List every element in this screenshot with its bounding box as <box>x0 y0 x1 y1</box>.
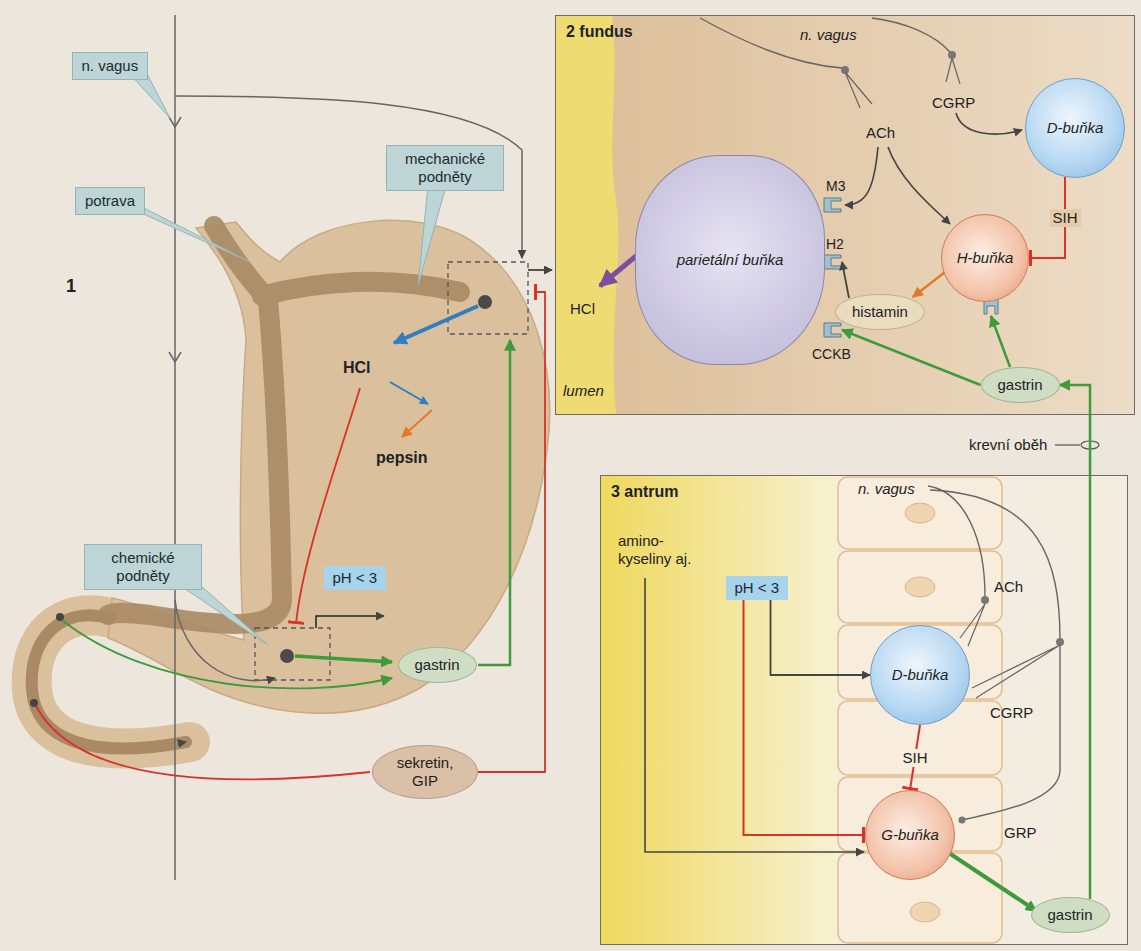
connector <box>913 272 945 297</box>
node-text: pH < 3 <box>735 579 780 597</box>
detail-panel: 3 antrum pH < 3 D-buňkaG-buňka gastrin <box>600 475 1128 945</box>
node-text: H-buňka <box>957 249 1014 267</box>
transmitter-label: GRP <box>1004 824 1037 842</box>
node-text: D-buňka <box>892 666 949 684</box>
callout-box: potrava <box>75 187 145 215</box>
transmitter-label: CGRP <box>932 94 975 112</box>
receptor-label: M3 <box>826 178 845 195</box>
callout-box: mechanické podněty <box>386 145 504 191</box>
node-text: potrava <box>85 192 135 210</box>
connector <box>771 600 871 675</box>
h-cell: H-buňka <box>941 214 1029 302</box>
callout-box: chemické podněty <box>84 544 202 590</box>
receptor-label: H2 <box>826 236 844 253</box>
hormone-ellipse: gastrin <box>1031 897 1110 933</box>
stimulus-label: amino-kyseliny aj. <box>618 532 708 568</box>
connector <box>949 853 1037 911</box>
connector <box>744 600 866 835</box>
ph-box: pH < 3 <box>726 576 789 600</box>
node-text: n. vagus <box>82 57 139 75</box>
hormone-ellipse: gastrin <box>981 367 1060 403</box>
connector <box>991 316 1010 367</box>
nerve-label: n. vagus <box>858 480 915 498</box>
node-text: gastrin <box>415 656 460 674</box>
node-text: gastrin <box>998 376 1043 394</box>
substance-label: HCl <box>570 300 595 318</box>
node-text: chemické podněty <box>94 549 192 585</box>
node-text: G-buňka <box>881 826 939 844</box>
node-text: 3 antrum <box>611 482 679 501</box>
node-text: mechanické podněty <box>396 150 494 186</box>
nerve-label: n. vagus <box>800 26 857 44</box>
g-cell: G-buňka <box>865 790 955 880</box>
transmitter-label: ACh <box>994 578 1023 596</box>
edge-label: krevní oběh <box>966 436 1050 454</box>
histamine-ellipse: histamin <box>835 294 925 330</box>
hormone-ellipse: gastrin <box>398 647 477 683</box>
node-text: parietální buňka <box>677 251 784 269</box>
substance-label: HCl <box>343 358 371 377</box>
transmitter-label: CGRP <box>990 704 1033 722</box>
edge-label: SIH <box>900 749 931 767</box>
node-text: pH < 3 <box>333 569 378 587</box>
edge-label: SIH <box>1050 209 1081 227</box>
node-text: gastrin <box>1048 906 1093 924</box>
node-text: D-buňka <box>1047 119 1104 137</box>
parietal-cell: parietální buňka <box>635 155 825 365</box>
callout-box: n. vagus <box>72 52 149 80</box>
node-text: sekretin, GIP <box>389 754 461 790</box>
d-cell: D-buňka <box>870 625 970 725</box>
receptor-label: CCKB <box>812 346 851 363</box>
transmitter-label: ACh <box>866 124 895 142</box>
connector <box>1060 385 1090 899</box>
ph-box: pH < 3 <box>324 566 387 590</box>
d-cell: D-buňka <box>1025 78 1125 178</box>
connector <box>842 262 849 298</box>
node-text: histamin <box>852 303 908 321</box>
substance-label: pepsin <box>376 448 428 467</box>
connector <box>842 330 981 385</box>
node-text: 2 fundus <box>566 22 633 41</box>
region-label: lumen <box>563 382 604 400</box>
callout-number: 1 <box>66 276 76 298</box>
hormone-ellipse: sekretin, GIP <box>372 745 478 799</box>
